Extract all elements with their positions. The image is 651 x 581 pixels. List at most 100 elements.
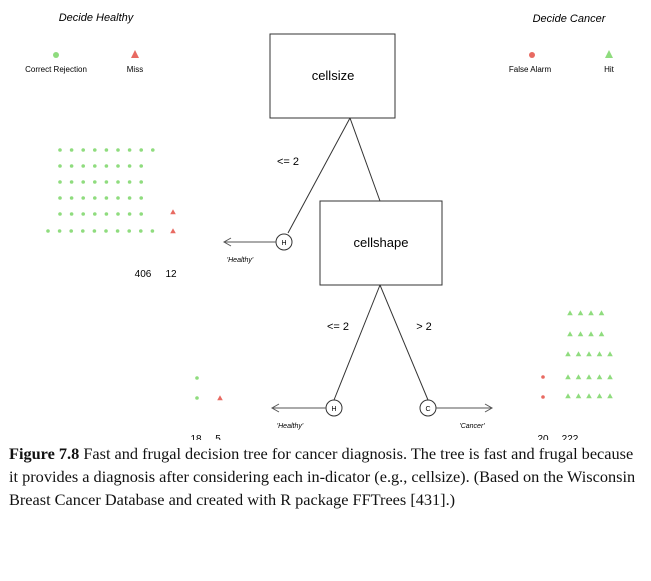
correct-rejection-dot <box>69 196 74 200</box>
hit-triangle <box>596 351 603 357</box>
second-left-edge-label: <= 2 <box>327 321 349 333</box>
correct-rejection-dot <box>115 229 120 233</box>
correct-rejection-dot <box>58 196 62 200</box>
correct-rejection-dot <box>139 148 143 152</box>
exit-h-arrowhead-1 <box>222 237 232 247</box>
correct-rejection-dot <box>69 229 73 233</box>
correct-rejection-dot <box>93 164 97 168</box>
miss-triangle <box>170 209 176 215</box>
correct-rejection-dot <box>81 148 85 152</box>
correct-rejection-dot <box>127 148 132 152</box>
correct-rejection-dot <box>139 212 143 216</box>
correct-rejection-dot <box>58 148 62 152</box>
correct-rejection-dot <box>127 164 132 168</box>
miss-triangle <box>217 395 223 401</box>
hit-triangle <box>607 374 613 380</box>
hit-triangle <box>598 310 605 316</box>
hit-triangle <box>586 374 592 380</box>
root-right-branch <box>349 117 381 202</box>
correct-rejection-dot <box>93 180 97 184</box>
correct-rejection-dot <box>150 229 155 233</box>
count-level2-false-alarm: 20 <box>537 434 549 440</box>
correct-rejection-dot <box>104 212 109 216</box>
exit-healthy-label-2: 'Healthy' <box>277 423 304 430</box>
count-level2-miss: 5 <box>215 434 221 440</box>
count-level1-miss: 12 <box>165 269 177 280</box>
figure-label: Figure 7.8 <box>9 444 80 463</box>
second-node-label: cellshape <box>354 235 409 250</box>
second-left-branch <box>333 284 381 401</box>
hit-triangle <box>596 374 603 380</box>
exit-cancer-label: 'Cancer' <box>459 423 485 430</box>
correct-rejection-dot <box>139 196 143 200</box>
root-node-box <box>269 33 396 119</box>
false-alarm-icon <box>529 52 535 58</box>
hit-triangle <box>577 310 584 316</box>
correct-rejection-dot <box>93 212 97 216</box>
count-level2-hit: 222 <box>562 434 579 440</box>
correct-rejection-icon <box>53 52 59 58</box>
count-level2-correct-rejection: 18 <box>190 434 202 440</box>
decide-cancer-header: Decide Cancer <box>533 13 607 25</box>
hit-triangle <box>577 331 584 337</box>
root-node-label: cellsize <box>312 68 355 83</box>
count-level1-correct-rejection: 406 <box>135 269 152 280</box>
hit-triangle <box>575 374 582 380</box>
correct-rejection-dot <box>104 148 109 152</box>
decide-healthy-header: Decide Healthy <box>59 12 135 24</box>
hit-triangle <box>567 310 573 316</box>
hit-triangle <box>588 310 594 316</box>
correct-rejection-dot <box>104 196 109 200</box>
hit-triangle <box>565 374 571 380</box>
correct-rejection-dot <box>58 164 62 168</box>
correct-rejection-dot <box>127 180 132 184</box>
miss-icon <box>131 50 139 58</box>
correct-rejection-dot <box>46 229 50 233</box>
correct-rejection-dot <box>139 229 143 233</box>
correct-rejection-dot <box>104 229 108 233</box>
hit-triangle <box>596 393 603 399</box>
correct-rejection-dot <box>116 148 120 152</box>
hit-triangle <box>586 351 592 357</box>
hit-triangle <box>567 331 573 337</box>
correct-rejection-dot <box>81 229 85 233</box>
correct-rejection-dot <box>127 212 132 216</box>
exit-c-label: C <box>425 406 430 413</box>
exit-h-arrowhead-2 <box>270 403 280 413</box>
miss-label: Miss <box>127 65 143 74</box>
hit-triangle <box>598 331 605 337</box>
correct-rejection-dot <box>92 229 97 233</box>
second-right-edge-label: > 2 <box>416 321 432 333</box>
correct-rejection-label: Correct Rejection <box>25 65 87 74</box>
correct-rejection-dot <box>58 180 62 184</box>
correct-rejection-dot <box>69 164 74 168</box>
hit-triangle <box>575 351 582 357</box>
exit-healthy-label-1: 'Healthy' <box>227 257 254 264</box>
root-left-branch <box>287 117 351 234</box>
hit-triangle <box>575 393 582 399</box>
exit-h-label-2: H <box>331 406 336 413</box>
hit-triangle <box>588 331 594 337</box>
decision-tree-figure: Decide Healthy Decide Cancer Correct Rej… <box>25 12 615 440</box>
hit-triangle <box>607 351 613 357</box>
correct-rejection-dot <box>57 229 62 233</box>
correct-rejection-dot <box>81 196 85 200</box>
exit-h-label-1: H <box>281 240 286 247</box>
correct-rejection-dot <box>93 196 97 200</box>
correct-rejection-dot <box>93 148 97 152</box>
root-left-edge-label: <= 2 <box>277 156 299 168</box>
icon-arrays <box>46 148 613 401</box>
hit-triangle <box>565 351 571 357</box>
hit-label: Hit <box>604 65 615 74</box>
second-right-branch <box>379 284 429 401</box>
correct-rejection-dot <box>104 180 109 184</box>
correct-rejection-dot <box>139 164 143 168</box>
correct-rejection-dot <box>81 212 85 216</box>
correct-rejection-dot <box>69 212 74 216</box>
correct-rejection-dot <box>104 164 109 168</box>
correct-rejection-dot <box>58 212 62 216</box>
second-node-box <box>319 200 443 286</box>
correct-rejection-dot <box>116 196 120 200</box>
correct-rejection-dot <box>116 212 120 216</box>
correct-rejection-dot <box>139 180 143 184</box>
